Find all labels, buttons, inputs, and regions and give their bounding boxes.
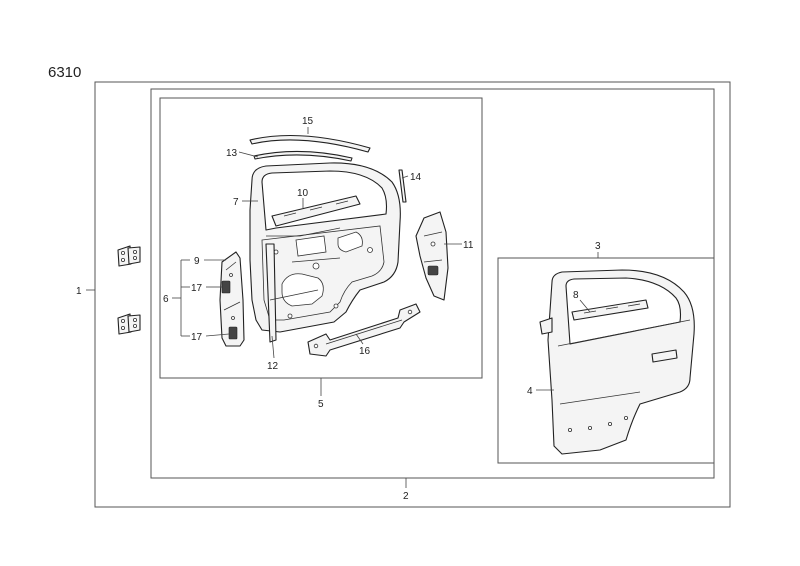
frame-assembly-3	[497, 257, 715, 464]
door-belt-weatherstrip	[253, 150, 353, 162]
callout-6: 6	[163, 294, 169, 305]
callout-17-lower: 17	[191, 332, 203, 343]
hinge-reinforcement-panel	[219, 251, 245, 347]
door-inner-panel	[249, 162, 401, 343]
lower-hinge	[117, 313, 141, 335]
upper-hinge	[117, 245, 141, 267]
callout-5: 5	[318, 399, 324, 410]
callout-15: 15	[302, 116, 314, 127]
callout-7: 7	[233, 197, 239, 208]
frame-assembly-1	[94, 81, 731, 508]
callout-16: 16	[359, 346, 371, 357]
callout-10: 10	[297, 188, 309, 199]
callout-12: 12	[267, 361, 279, 372]
door-top-molding	[249, 135, 371, 153]
callout-13: 13	[226, 148, 238, 159]
callout-3: 3	[595, 241, 601, 252]
callout-2: 2	[403, 491, 409, 502]
window-frame-trim-strip	[398, 169, 407, 203]
callout-4: 4	[527, 386, 533, 397]
callout-17-upper: 17	[191, 283, 203, 294]
callout-1: 1	[76, 286, 82, 297]
complete-door-assembly	[539, 269, 695, 455]
side-impact-beam	[307, 303, 421, 357]
callout-11: 11	[463, 240, 474, 251]
leader-lines	[86, 127, 599, 488]
callout-9: 9	[194, 256, 200, 267]
door-rear-bracket	[415, 211, 449, 301]
page-code: 6310	[48, 64, 81, 81]
callout-14: 14	[410, 172, 422, 183]
callout-8: 8	[573, 290, 579, 301]
